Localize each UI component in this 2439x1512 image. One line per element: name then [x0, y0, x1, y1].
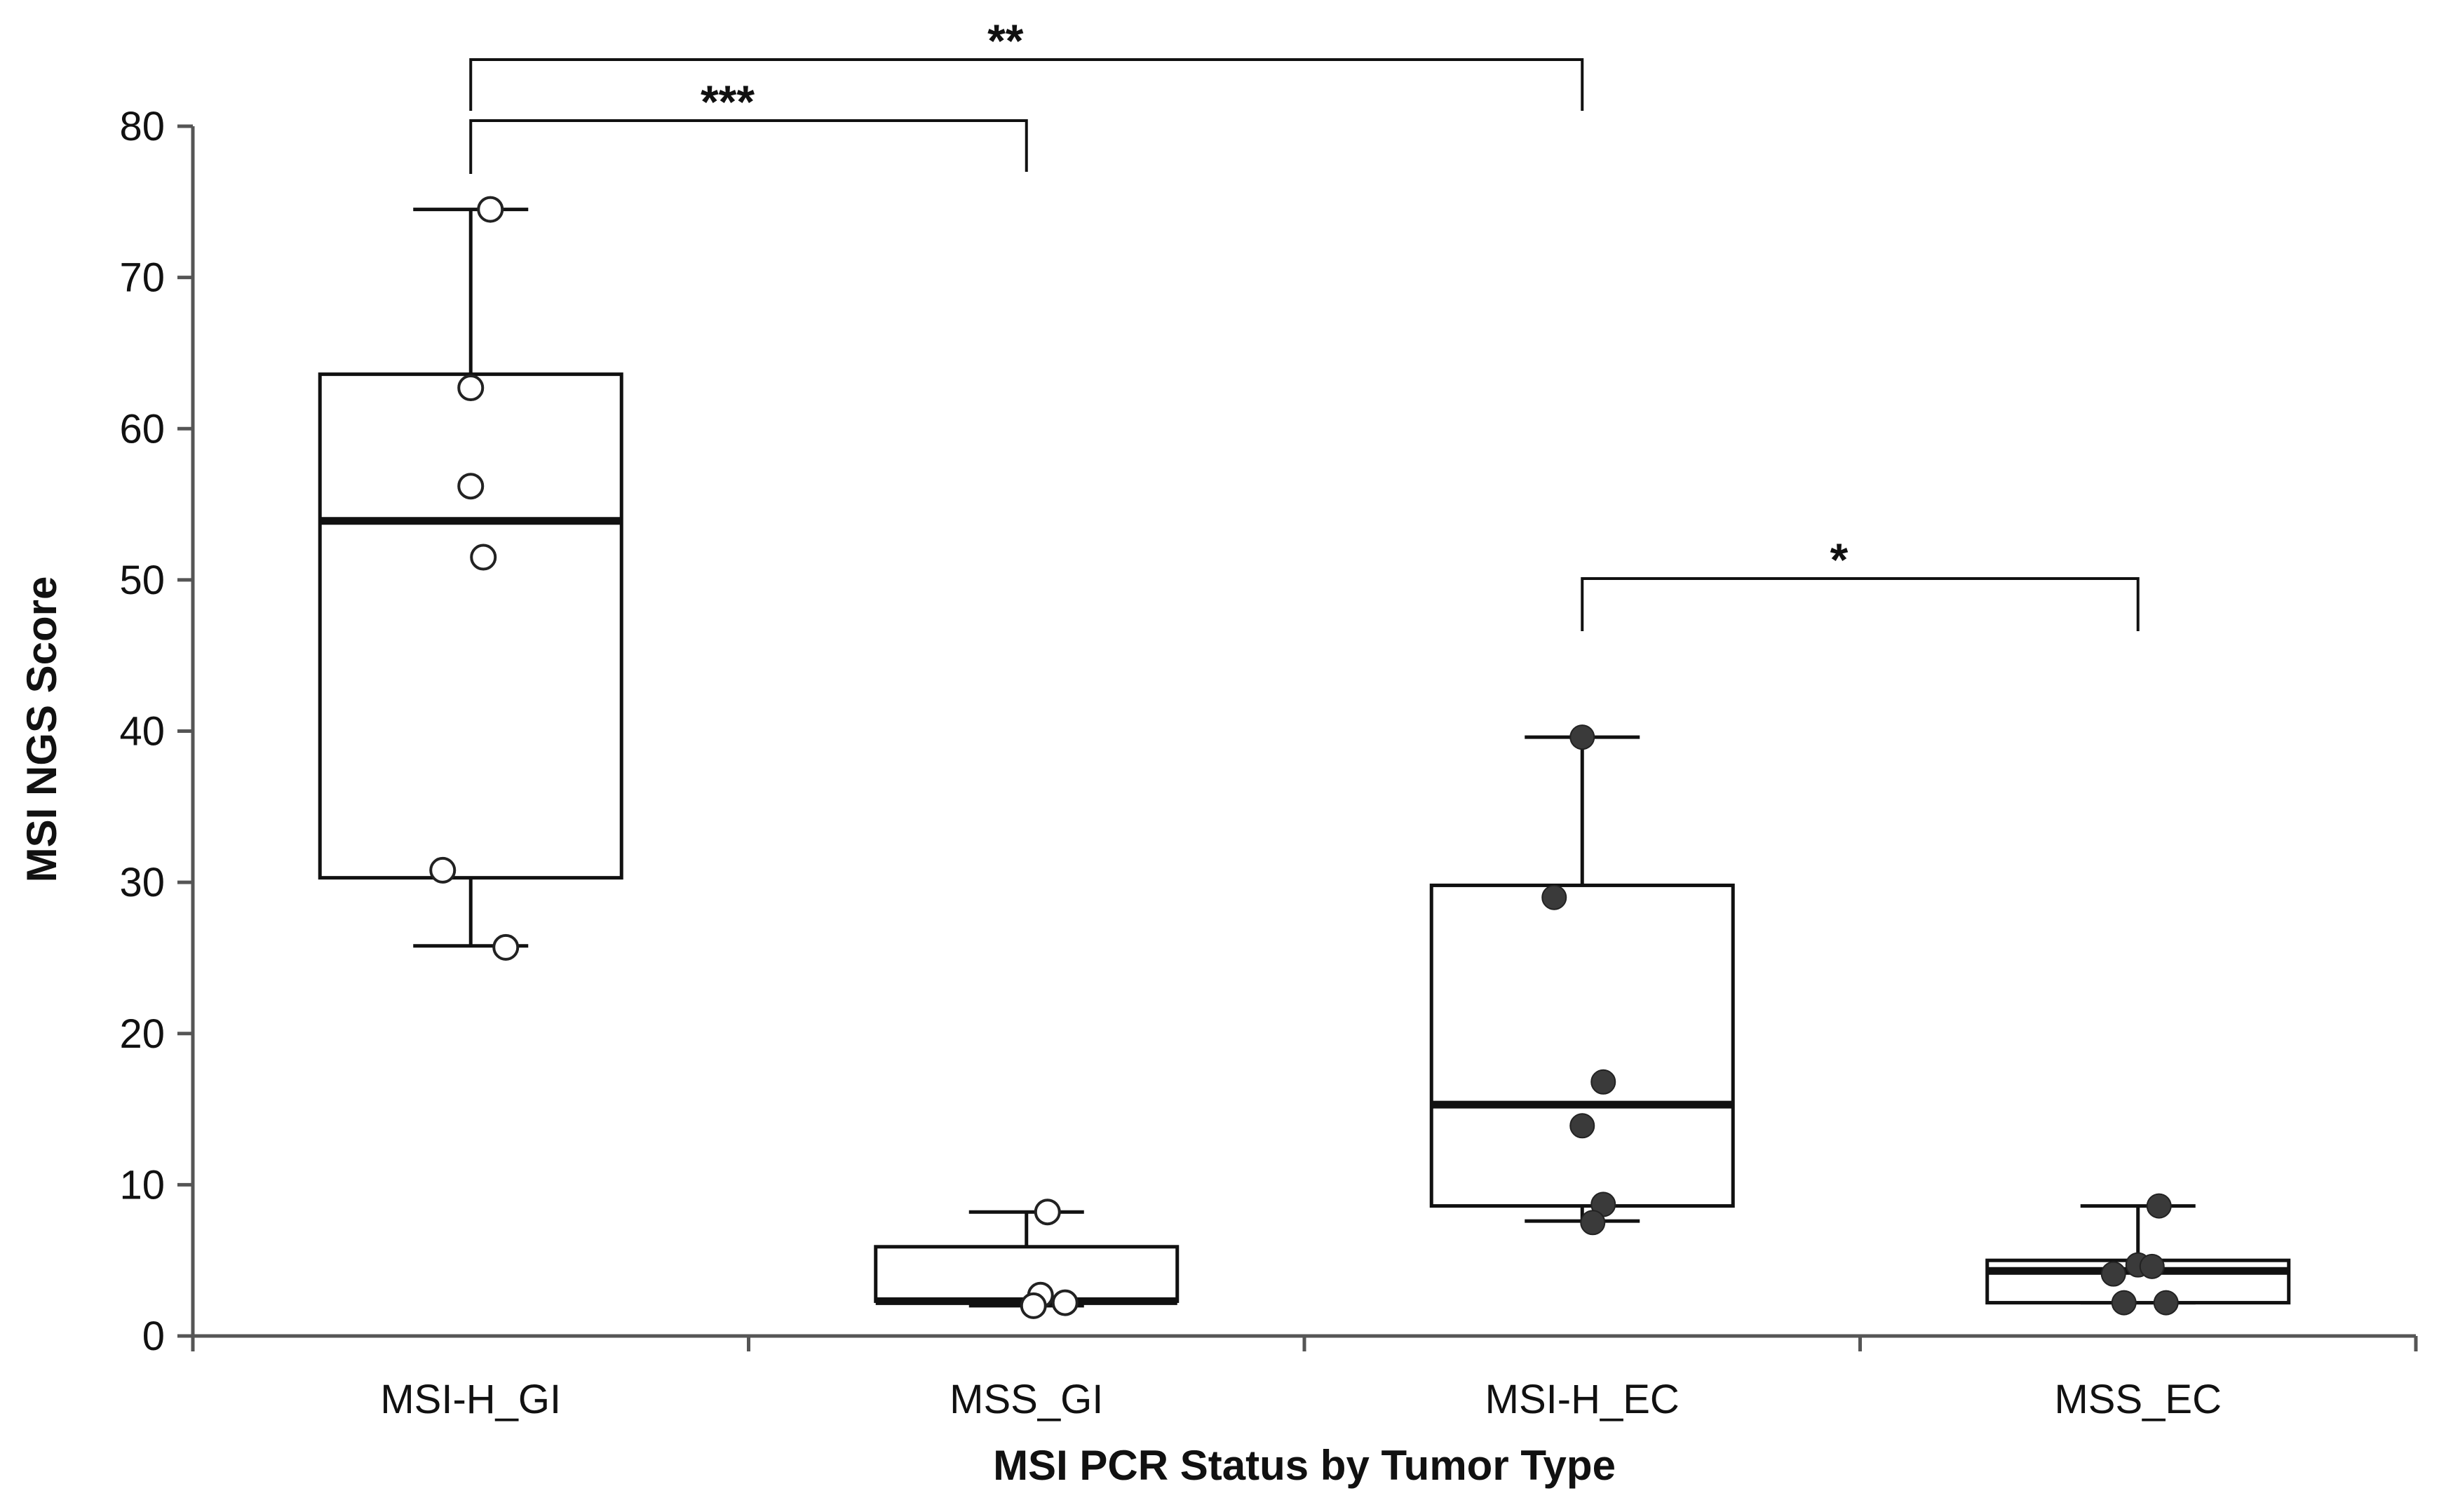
significance-brackets: ******	[469, 15, 2140, 631]
data-points	[429, 196, 2179, 1319]
y-axis-title: MSI NGS Score	[18, 576, 65, 883]
x-tick-label: MSI-H_GI	[380, 1377, 561, 1422]
x-tick-label: MSS_EC	[2054, 1377, 2222, 1422]
x-tick-label: MSI-H_EC	[1485, 1377, 1680, 1422]
significance-label: *	[1830, 534, 1849, 586]
data-point	[1569, 724, 1595, 750]
data-point	[2111, 1290, 2137, 1316]
significance-label: **	[987, 15, 1024, 67]
data-point	[2139, 1253, 2165, 1279]
box-msi-h_gi	[318, 208, 623, 948]
data-point	[2146, 1193, 2172, 1219]
y-tick-label: 30	[119, 860, 165, 905]
data-point	[457, 374, 485, 402]
data-point	[2153, 1290, 2179, 1316]
bracket-line	[1581, 577, 2140, 631]
data-point	[457, 473, 485, 500]
box-mss_gi	[874, 1210, 1180, 1308]
y-tick-label: 20	[119, 1011, 165, 1057]
y-tick-label: 40	[119, 709, 165, 755]
bracket-line	[469, 119, 1028, 174]
y-tick-label: 80	[119, 104, 165, 149]
data-point	[429, 856, 457, 884]
data-point	[492, 933, 520, 961]
data-point	[1569, 1113, 1595, 1139]
data-point	[1034, 1199, 1061, 1226]
box-msi-h_ec	[1429, 735, 1735, 1223]
iqr-box	[318, 372, 623, 880]
y-tick-label: 70	[119, 255, 165, 301]
significance-label: ***	[701, 76, 755, 128]
significance-bracket: ***	[469, 76, 1028, 174]
data-point	[470, 544, 497, 571]
bracket-line	[469, 58, 1584, 111]
data-point	[1590, 1069, 1616, 1095]
y-tick-label: 60	[119, 406, 165, 452]
iqr-box	[1429, 883, 1735, 1208]
data-point	[1580, 1210, 1606, 1236]
boxes	[318, 208, 2291, 1308]
data-point	[1020, 1292, 1047, 1319]
data-point	[477, 196, 504, 223]
y-tick-label: 50	[119, 558, 165, 603]
x-axis-title: MSI PCR Status by Tumor Type	[993, 1442, 1616, 1489]
iqr-box	[874, 1245, 1180, 1303]
data-point	[2100, 1261, 2126, 1287]
significance-bracket: *	[1581, 534, 2140, 631]
y-tick-label: 0	[142, 1314, 165, 1359]
y-tick-label: 10	[119, 1162, 165, 1208]
data-point	[1541, 884, 1567, 910]
significance-bracket: **	[469, 15, 1584, 111]
x-tick-label: MSS_GI	[950, 1377, 1103, 1422]
data-point	[1051, 1289, 1079, 1316]
